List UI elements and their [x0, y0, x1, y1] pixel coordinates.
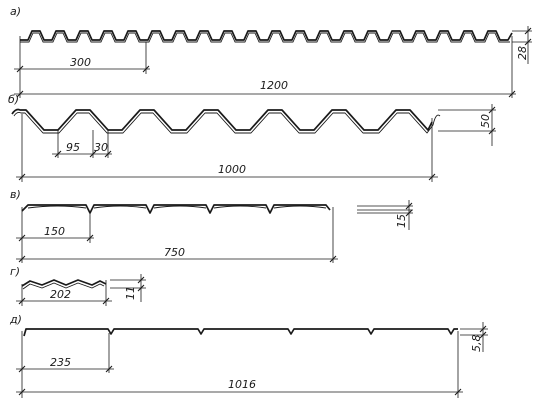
profile-d-label: г): [10, 265, 20, 278]
profile-c-width-dim: 750: [164, 246, 185, 259]
profile-a-outline: [20, 30, 513, 41]
profile-a-width-dim: 1200: [260, 79, 288, 92]
profile-d-inner: [22, 282, 105, 290]
profile-e-width-dim: 1016: [228, 378, 256, 391]
profile-b-label: б): [8, 93, 19, 106]
profile-d-height-dim: 11: [124, 286, 137, 300]
profile-b-inner: [13, 111, 441, 134]
profile-a-inner: [20, 32, 510, 43]
profile-b-rib-dim: 30: [94, 141, 108, 154]
profile-b-height-dim: 50: [479, 114, 492, 128]
profile-a-pitch-dim: 300: [70, 56, 91, 69]
profile-c-label: в): [10, 188, 21, 201]
profile-c-inner: [27, 205, 327, 209]
profile-c-pitch-dim: 150: [44, 225, 65, 238]
profile-e-pitch-dim: 235: [50, 356, 71, 369]
profile-e-label: д): [9, 313, 22, 326]
profile-e-height-dim: 5,8: [470, 335, 483, 353]
profile-b-outline: [11, 108, 433, 131]
profile-c: в) 150 750 15: [10, 188, 413, 263]
profile-e-outline: [23, 328, 458, 337]
profile-b: б) 95 30 1000 50: [8, 93, 496, 182]
profile-a-label: а): [10, 5, 21, 18]
profile-b-width-dim: 1000: [218, 163, 246, 176]
profile-d: г) 202 11: [10, 265, 146, 306]
profile-a: а) 300 1200 28: [10, 5, 532, 98]
profile-b-trough-dim: 95: [66, 141, 80, 154]
profile-d-width-dim: 202: [50, 288, 71, 301]
profile-e: д) 235 1016 5,8: [9, 313, 488, 398]
profile-a-height-dim: 28: [516, 46, 529, 60]
profile-c-height-dim: 15: [395, 214, 408, 228]
profile-d-outline: [21, 279, 107, 287]
